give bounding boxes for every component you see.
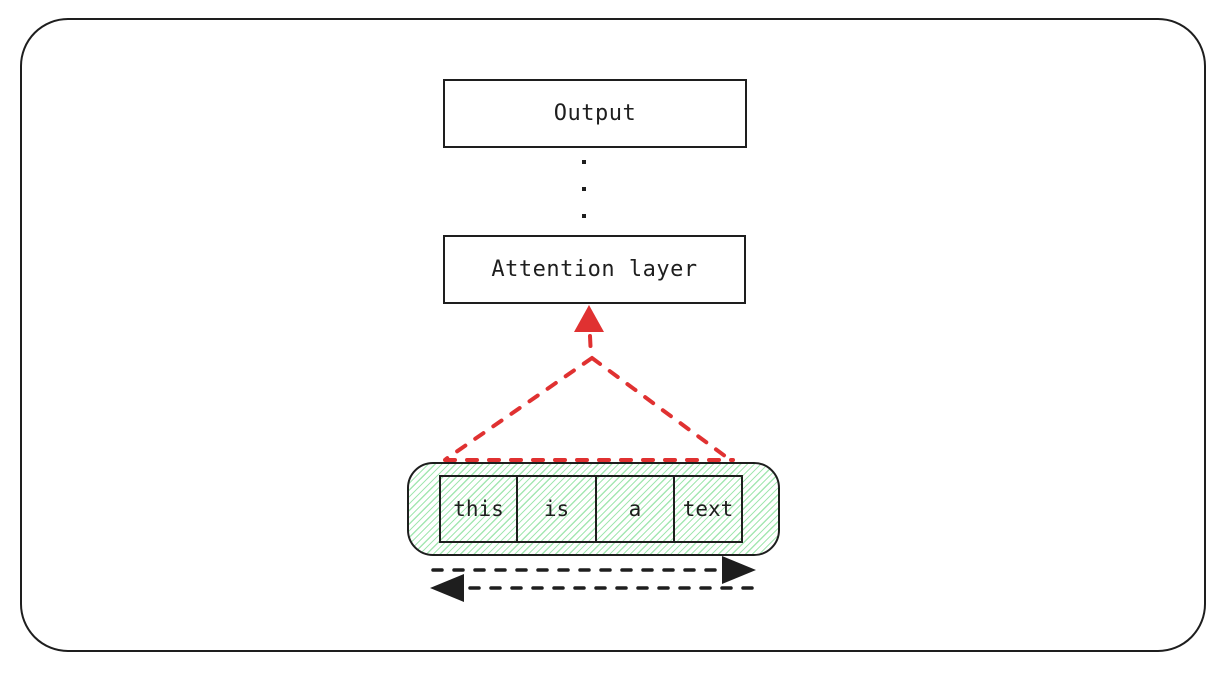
ellipsis-dot [582,214,586,218]
ellipsis-dot [582,187,586,191]
token-row: this is a text [439,475,743,543]
attention-layer-label: Attention layer [491,257,698,282]
output-box: Output [443,79,747,148]
token-cell: this [439,475,518,543]
outer-frame [20,18,1206,652]
token-container [407,462,780,556]
output-box-label: Output [553,101,637,126]
ellipsis-dot [582,160,586,164]
attention-layer-box: Attention layer [443,235,746,304]
token-cell: a [597,475,675,543]
token-cell: text [675,475,743,543]
token-cell: is [518,475,597,543]
ellipsis-dots [582,160,586,218]
